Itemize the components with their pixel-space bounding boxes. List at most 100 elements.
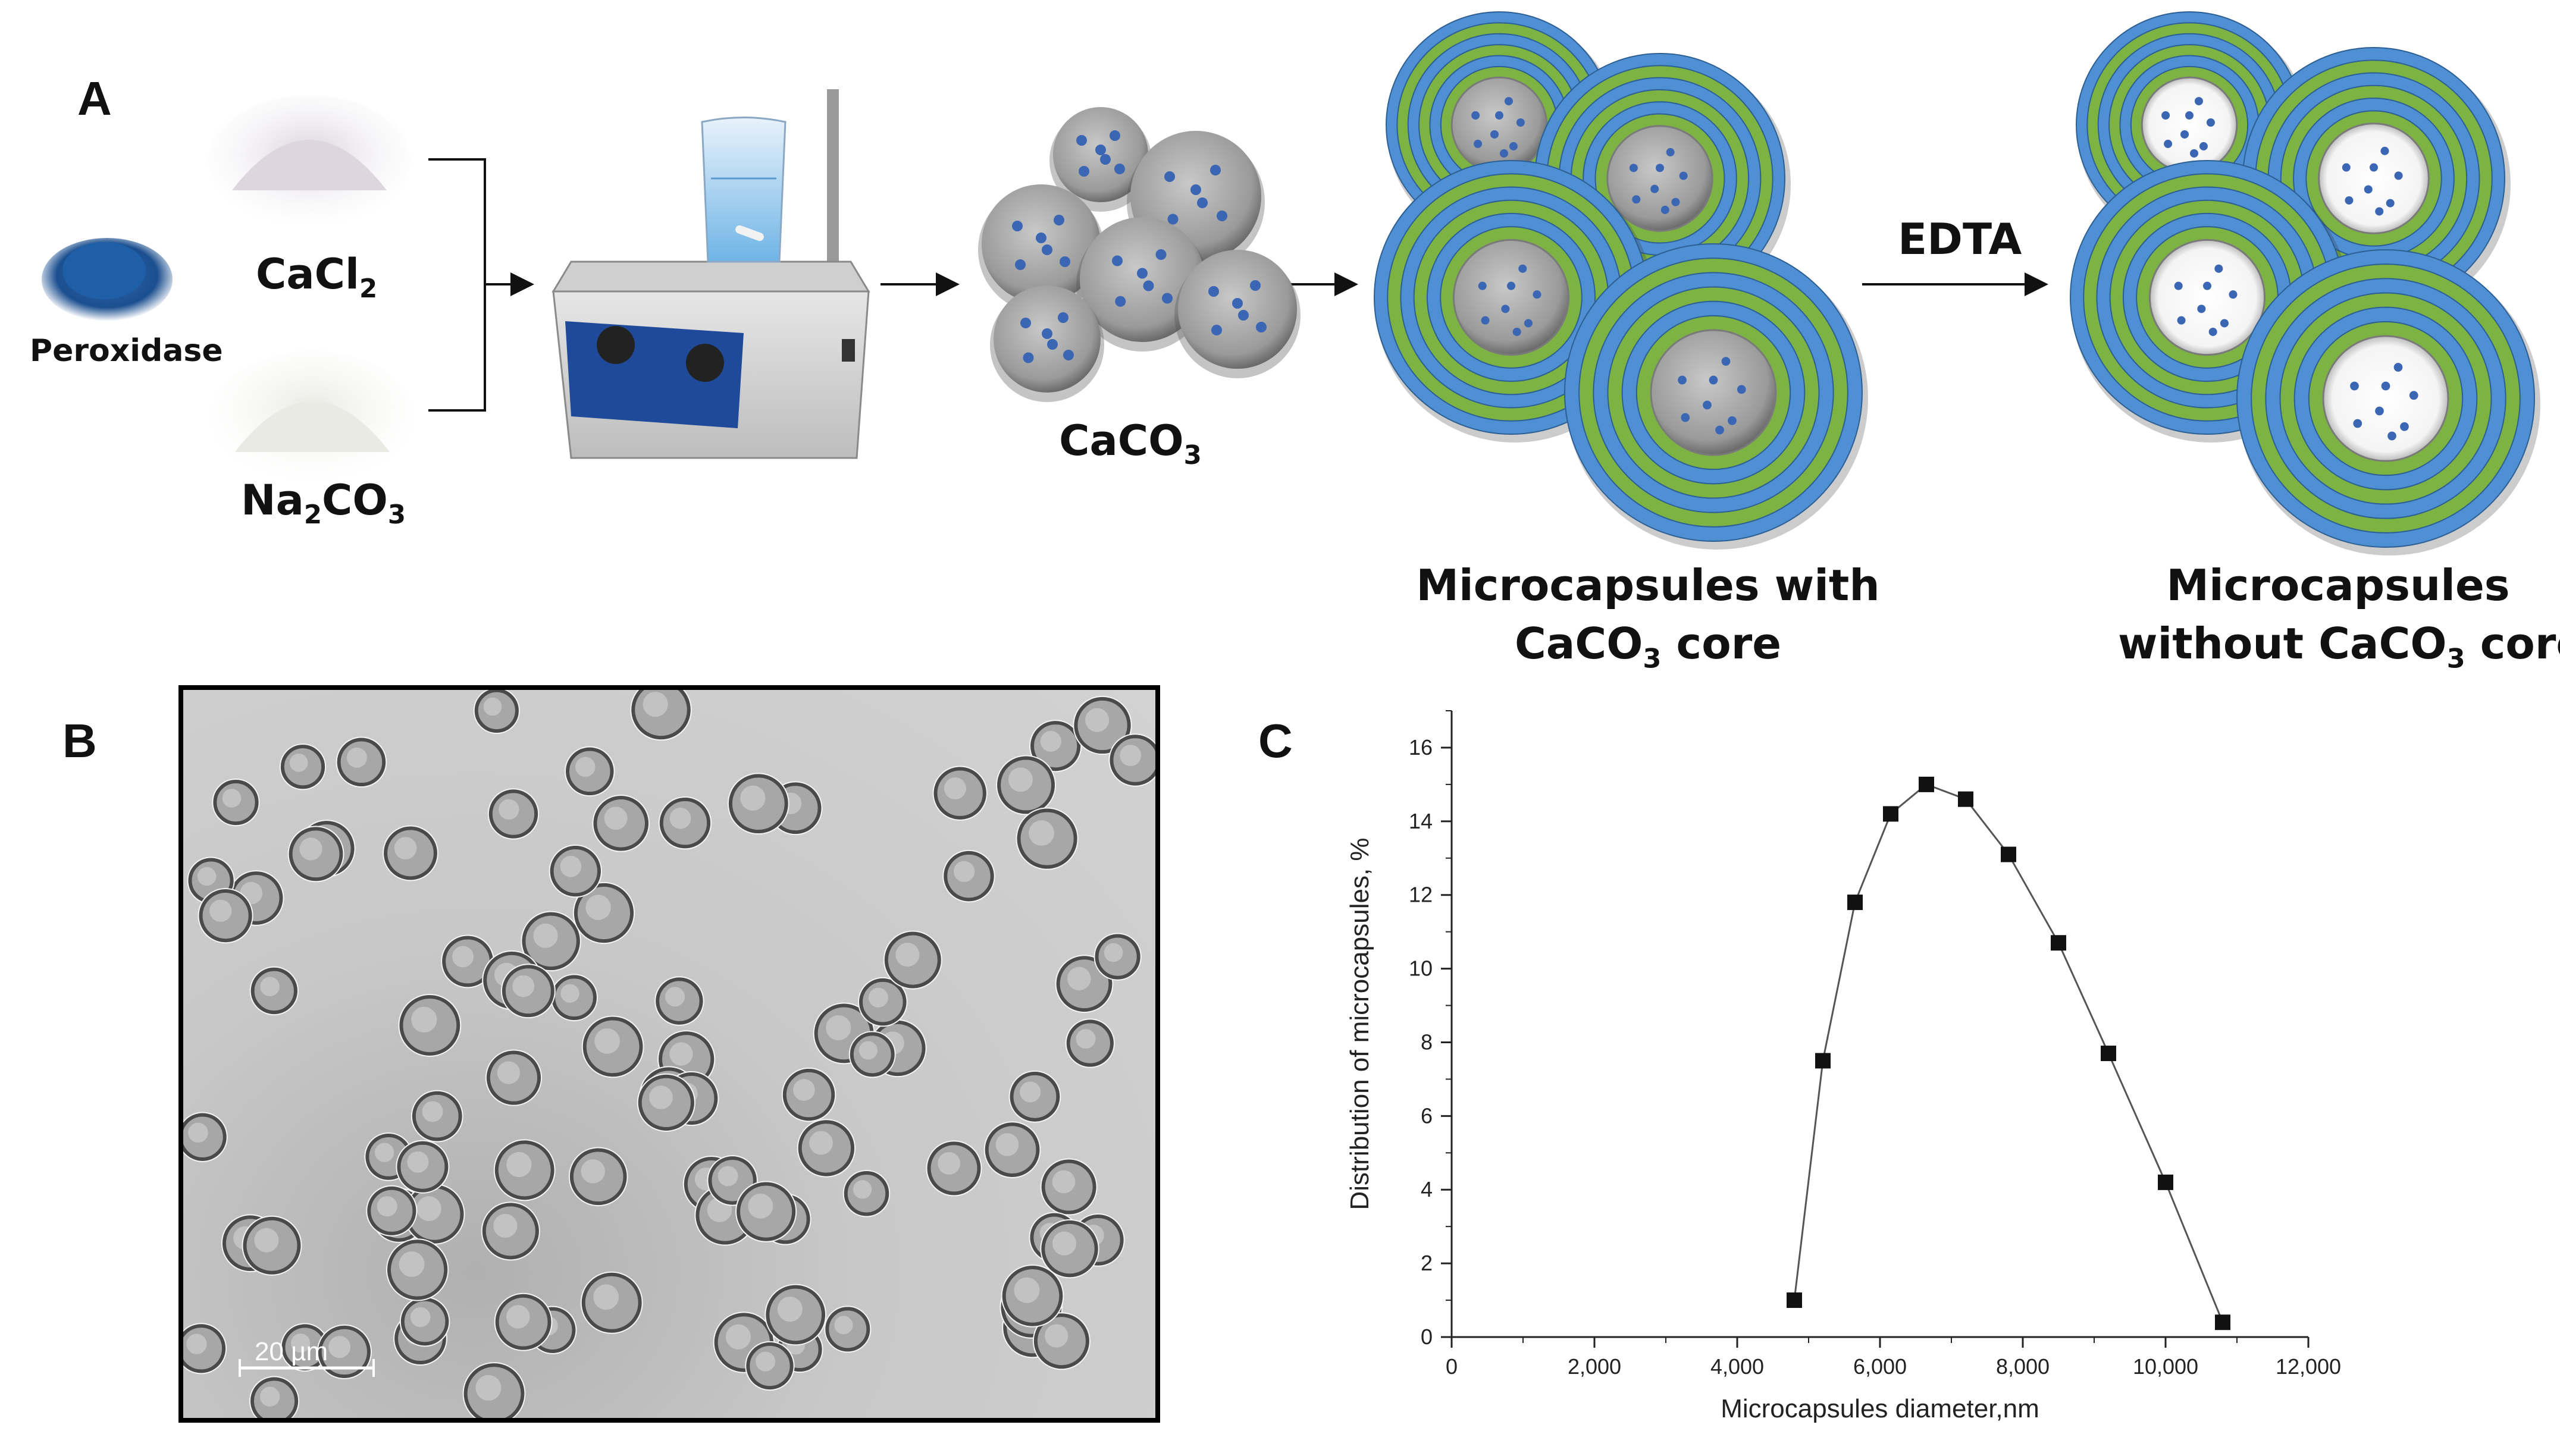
panel-label-a: A [77, 72, 112, 125]
hollow-microcapsule [2070, 160, 2350, 443]
caco3-particle [990, 285, 1104, 402]
y-tick-label: 10 [1409, 956, 1433, 981]
x-tick-label: 10,000 [2133, 1354, 2198, 1379]
micrograph-cells [183, 690, 1155, 1418]
cell [473, 690, 520, 734]
cell [996, 755, 1057, 815]
data-point [1958, 791, 1973, 807]
y-tick-label: 16 [1409, 735, 1433, 760]
with-core-caption: Microcapsules with CaCO3 core [1416, 556, 1880, 688]
cell [462, 1362, 526, 1418]
chart-axes [1450, 711, 2308, 1338]
x-tick-label: 6,000 [1853, 1354, 1907, 1379]
cell [824, 1306, 872, 1353]
scheme-graphics [42, 11, 2540, 556]
coated-microcapsule [1564, 243, 1868, 550]
data-point [1787, 1292, 1802, 1308]
cell [654, 976, 704, 1026]
cell [932, 765, 988, 821]
panel-label-c: C [1258, 714, 1293, 767]
caco3-particle [1076, 217, 1208, 352]
na2co3-label: Na2CO3 [241, 476, 406, 530]
cell [396, 1140, 450, 1194]
cell [279, 743, 327, 790]
cell [926, 1140, 982, 1197]
cell [630, 690, 692, 741]
cell [564, 746, 615, 797]
x-axis-label: Microcapsules diameter,nm [1721, 1394, 2039, 1423]
cell [1055, 955, 1114, 1013]
na2co3-na: Na [241, 476, 304, 525]
cell [183, 1112, 228, 1162]
cell [1029, 720, 1082, 773]
cell [198, 888, 253, 944]
data-point [1883, 806, 1898, 822]
cell [592, 795, 650, 852]
cell [572, 881, 635, 944]
cell [1108, 733, 1155, 787]
cell [1001, 1264, 1064, 1328]
caco3-subscript: 3 [1183, 441, 1202, 470]
cell [212, 778, 260, 827]
with-core-line2: CaCO3 core [1514, 619, 1782, 674]
cell [485, 1049, 543, 1106]
cell [500, 964, 556, 1019]
y-tick-label: 8 [1421, 1030, 1433, 1054]
cell [1040, 1219, 1099, 1279]
cell [580, 1271, 643, 1334]
cell [183, 1323, 227, 1375]
caco3-label: CaCO3 [1059, 416, 1202, 470]
cacl2-label: CaCl2 [256, 250, 378, 304]
caco3-particle-cluster [978, 107, 1301, 402]
cell [1008, 1070, 1061, 1123]
cacl2-subscript: 2 [359, 274, 378, 304]
cell [764, 1284, 827, 1346]
cell [494, 1292, 553, 1351]
cell [366, 1185, 418, 1237]
y-tick-label: 14 [1409, 809, 1433, 833]
micrograph: 20 µm [178, 685, 1160, 1423]
without-core-caption: Microcapsules without CaCO3 core [2118, 556, 2560, 688]
cell [280, 1323, 330, 1372]
cell [568, 1147, 628, 1207]
cell [781, 1067, 836, 1122]
y-tick-label: 2 [1421, 1251, 1433, 1275]
with-core-line1: Microcapsules with [1416, 560, 1880, 610]
data-point [1847, 895, 1863, 911]
cell [249, 1376, 300, 1418]
na2co3-sub2: 3 [387, 500, 406, 530]
y-tick-label: 4 [1421, 1177, 1433, 1201]
cacl2-powder [208, 95, 411, 226]
cell [1016, 807, 1079, 870]
cell [398, 994, 462, 1057]
caco3-particle [1174, 250, 1301, 378]
data-point [2101, 1046, 2116, 1062]
cell [658, 796, 712, 850]
cell [481, 1201, 540, 1261]
x-tick-label: 4,000 [1710, 1354, 1764, 1379]
chart-series [1787, 776, 2230, 1331]
cell [797, 1119, 856, 1178]
data-point [2051, 935, 2066, 951]
cell [735, 1181, 797, 1242]
cell [1032, 1312, 1091, 1370]
peroxidase-powder [42, 238, 173, 321]
cell [1093, 933, 1142, 981]
cell [386, 1238, 449, 1301]
cell [883, 930, 942, 990]
magnetic-stirrer-illustration [552, 89, 870, 459]
scale-bar-label: 20 µm [255, 1337, 328, 1366]
cell [581, 1015, 644, 1078]
cell [942, 849, 995, 903]
cell [287, 826, 344, 883]
data-point [1919, 776, 1934, 792]
cell [399, 1296, 450, 1347]
cell [383, 825, 438, 881]
cell [727, 773, 789, 835]
hollow-microcapsule [2242, 47, 2511, 318]
y-tick-label: 6 [1421, 1103, 1433, 1128]
cell [411, 1090, 463, 1143]
series-line [1793, 783, 2224, 1323]
